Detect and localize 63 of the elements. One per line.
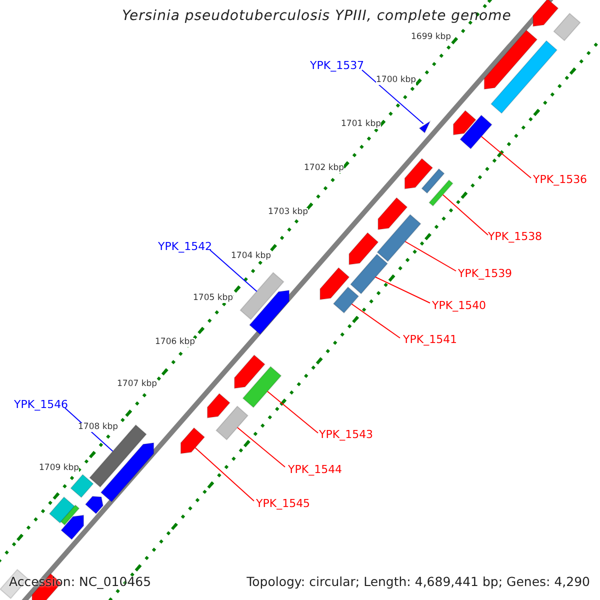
gene-block <box>378 197 408 230</box>
gene-block <box>350 254 388 294</box>
gene-label: YPK_1538 <box>488 231 542 244</box>
gene-label: YPK_1540 <box>432 300 486 312</box>
gene-block <box>234 354 266 389</box>
gene-block <box>320 267 350 300</box>
gene-label: YPK_1539 <box>458 268 512 280</box>
gene-label: YPK_1537 <box>310 60 364 72</box>
gene-block <box>206 392 230 418</box>
gene-block <box>240 272 284 320</box>
gene-block <box>332 286 360 314</box>
gene-block <box>404 158 434 190</box>
scale-tick-label: 1709 kbp <box>39 464 80 474</box>
leader-line <box>210 250 258 292</box>
gene-label: YPK_1546 <box>14 399 68 412</box>
gene-block <box>60 514 84 540</box>
leader-line <box>374 276 430 304</box>
scale-tick-label: 1700 kbp <box>376 76 416 86</box>
scale-tick-label: 1702 kbp <box>304 164 344 174</box>
leader-line <box>480 136 532 178</box>
scale-tick-label: 1707 kbp <box>117 380 158 390</box>
gene-block <box>532 0 559 27</box>
gene-block <box>348 232 379 266</box>
gene-block <box>428 179 454 207</box>
scale-tick-label: 1708 kbp <box>78 423 118 432</box>
leader-line <box>351 304 400 338</box>
gene-block <box>376 214 422 262</box>
scale-tick-label: 1701 kbp <box>341 120 382 130</box>
gene-label: YPK_1544 <box>288 464 342 476</box>
leader-line <box>266 390 318 434</box>
gene-block <box>490 40 558 114</box>
gene-block <box>452 110 476 136</box>
gene-block <box>421 168 445 194</box>
gene-block <box>553 12 581 42</box>
gene-label: YPK_1542 <box>158 241 212 254</box>
gene-label: YPK_1541 <box>403 334 458 346</box>
leader-line <box>236 427 286 468</box>
gene-block <box>460 114 492 150</box>
leader-line <box>362 70 424 124</box>
gene-label: YPK_1543 <box>319 429 374 442</box>
scale-tick-label: 1703 kbp <box>268 208 308 218</box>
gene-block <box>242 366 282 408</box>
gene-block <box>180 427 206 454</box>
gene-block <box>84 496 104 514</box>
gene-block <box>248 290 290 335</box>
gene-triangle <box>418 120 432 134</box>
gene-label: YPK_1536 <box>533 174 588 186</box>
gene-block <box>484 30 538 90</box>
gene-block <box>60 504 80 526</box>
leader-line <box>442 194 488 236</box>
gene-block <box>216 406 248 440</box>
gene-block <box>100 442 154 502</box>
leader-line <box>194 447 254 502</box>
gene-block <box>48 496 76 524</box>
title: Yersinia pseudotuberculosis YPIII, complete genome <box>122 9 512 24</box>
gene-block <box>70 474 94 498</box>
scale-tick-label: 1704 kbp <box>231 252 272 262</box>
genome-summary-text: Topology: circular; Length: 4,689,441 bp; Genes: 4,290 <box>246 575 590 589</box>
scale-tick-label: 1705 kbp <box>193 294 234 304</box>
gene-label: YPK_1545 <box>256 498 310 510</box>
leader-line <box>404 241 456 272</box>
scale-tick-label: 1706 kbp <box>155 338 196 348</box>
scale-tick-label: 1699 kbp <box>411 33 452 42</box>
